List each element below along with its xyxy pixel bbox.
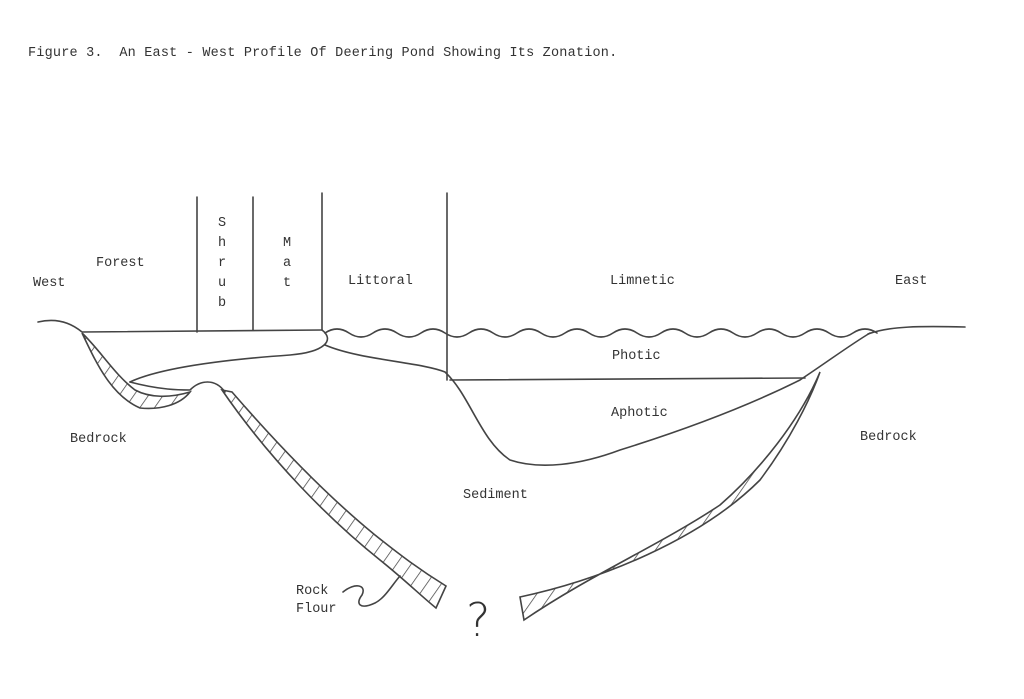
basin-bottom [324,332,871,466]
label-mat-a: a [283,256,291,271]
mat-lens [129,329,329,383]
photic-aphotic-boundary [449,377,806,381]
label-rock: Rock [296,584,328,599]
label-shrub-b: b [218,296,226,311]
label-east: East [895,274,927,289]
rock-flour-pointer [342,575,401,607]
water-surface [324,328,878,338]
label-bedrock-west: Bedrock [70,432,127,447]
label-forest: Forest [96,256,145,271]
land-surface-east [867,325,966,335]
label-limnetic: Limnetic [610,274,675,289]
label-aphotic: Aphotic [611,406,668,421]
land-surface-west [37,319,323,333]
hatched-band-west-small [81,332,193,410]
label-littoral: Littoral [348,274,413,289]
label-sediment: Sediment [463,488,528,503]
unknown-question-mark: ? [466,593,490,647]
label-mat-t: t [283,276,291,291]
label-shrub-r: r [218,256,226,271]
label-mat-m: M [283,236,291,251]
label-shrub-u: u [218,276,226,291]
label-flour: Flour [296,602,337,617]
label-west: West [33,276,65,291]
label-bedrock-east: Bedrock [860,430,917,445]
label-shrub-s: S [218,216,226,231]
hatched-band-east [519,371,821,622]
label-shrub-h: h [218,236,226,251]
figure-caption: Figure 3. An East - West Profile Of Deer… [28,46,618,61]
sediment-lens-west [129,381,226,393]
label-photic: Photic [612,349,661,364]
hatched-band-west-large [220,388,448,610]
